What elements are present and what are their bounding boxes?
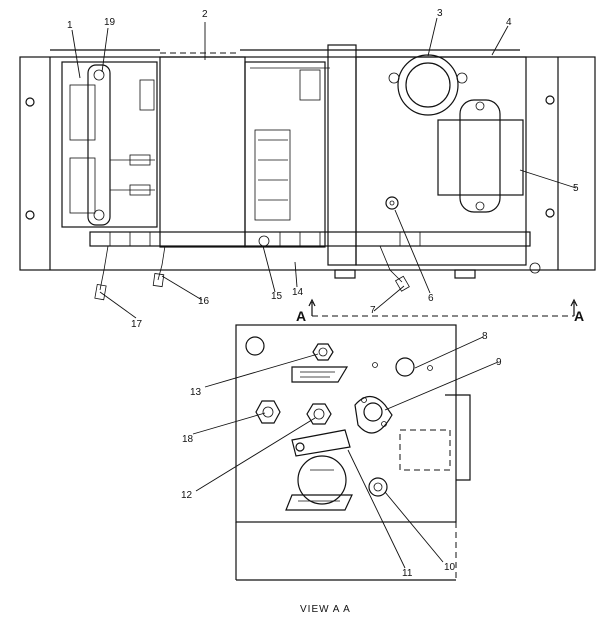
section-line-a: A A [296, 298, 584, 324]
mount-hole [25, 97, 35, 107]
callout-2: 2 [202, 9, 208, 20]
callout-13: 13 [190, 387, 202, 398]
panel-outline [235, 324, 457, 523]
callout-9: 9 [496, 357, 502, 368]
label-plate-upper [291, 366, 349, 383]
callout-17: 17 [131, 319, 143, 330]
fitting-18 [255, 400, 281, 424]
relay-module [61, 61, 158, 228]
chassis-outline [19, 56, 596, 271]
mount-hole [545, 208, 555, 218]
callout-8: 8 [482, 331, 488, 342]
callout-6: 6 [428, 293, 434, 304]
callout-15: 15 [271, 291, 283, 302]
round-component [297, 455, 347, 505]
callout-11: 11 [402, 568, 413, 579]
view-a-a [235, 324, 471, 581]
callout-16: 16 [198, 296, 210, 307]
circuit-board [159, 56, 246, 248]
callout-3: 3 [437, 8, 443, 19]
tag-11 [291, 429, 351, 457]
callout-10: 10 [444, 562, 456, 573]
leader-lines [71, 17, 577, 569]
section-label-right: A [574, 308, 584, 324]
callout-14: 14 [292, 287, 304, 298]
grommet-8 [395, 357, 415, 377]
corner-screw [245, 336, 265, 356]
fitting-12 [306, 403, 332, 425]
callout-5: 5 [573, 183, 579, 194]
transistor-9 [354, 395, 393, 434]
mount-hole [545, 95, 555, 105]
terminal-strip [89, 231, 531, 247]
callout-7: 7 [370, 305, 376, 316]
capacitor-3 [397, 54, 459, 116]
callout-19: 19 [104, 17, 116, 28]
screw-6 [385, 196, 399, 210]
callout-4: 4 [506, 17, 512, 28]
transformer-5 [437, 119, 524, 196]
view-caption: VIEW A A [300, 604, 351, 615]
callout-18: 18 [182, 434, 194, 445]
section-label-left: A [296, 308, 306, 324]
terminal-10 [368, 477, 388, 497]
upper-assembly [19, 44, 596, 301]
nut-13 [312, 343, 334, 361]
callout-12: 12 [181, 490, 193, 501]
callout-numbers: 1 19 2 3 4 5 6 7 14 15 16 17 8 9 13 18 1… [67, 8, 579, 579]
label-plate-lower [285, 494, 353, 511]
mount-hole [25, 210, 35, 220]
callout-1: 1 [67, 20, 73, 31]
